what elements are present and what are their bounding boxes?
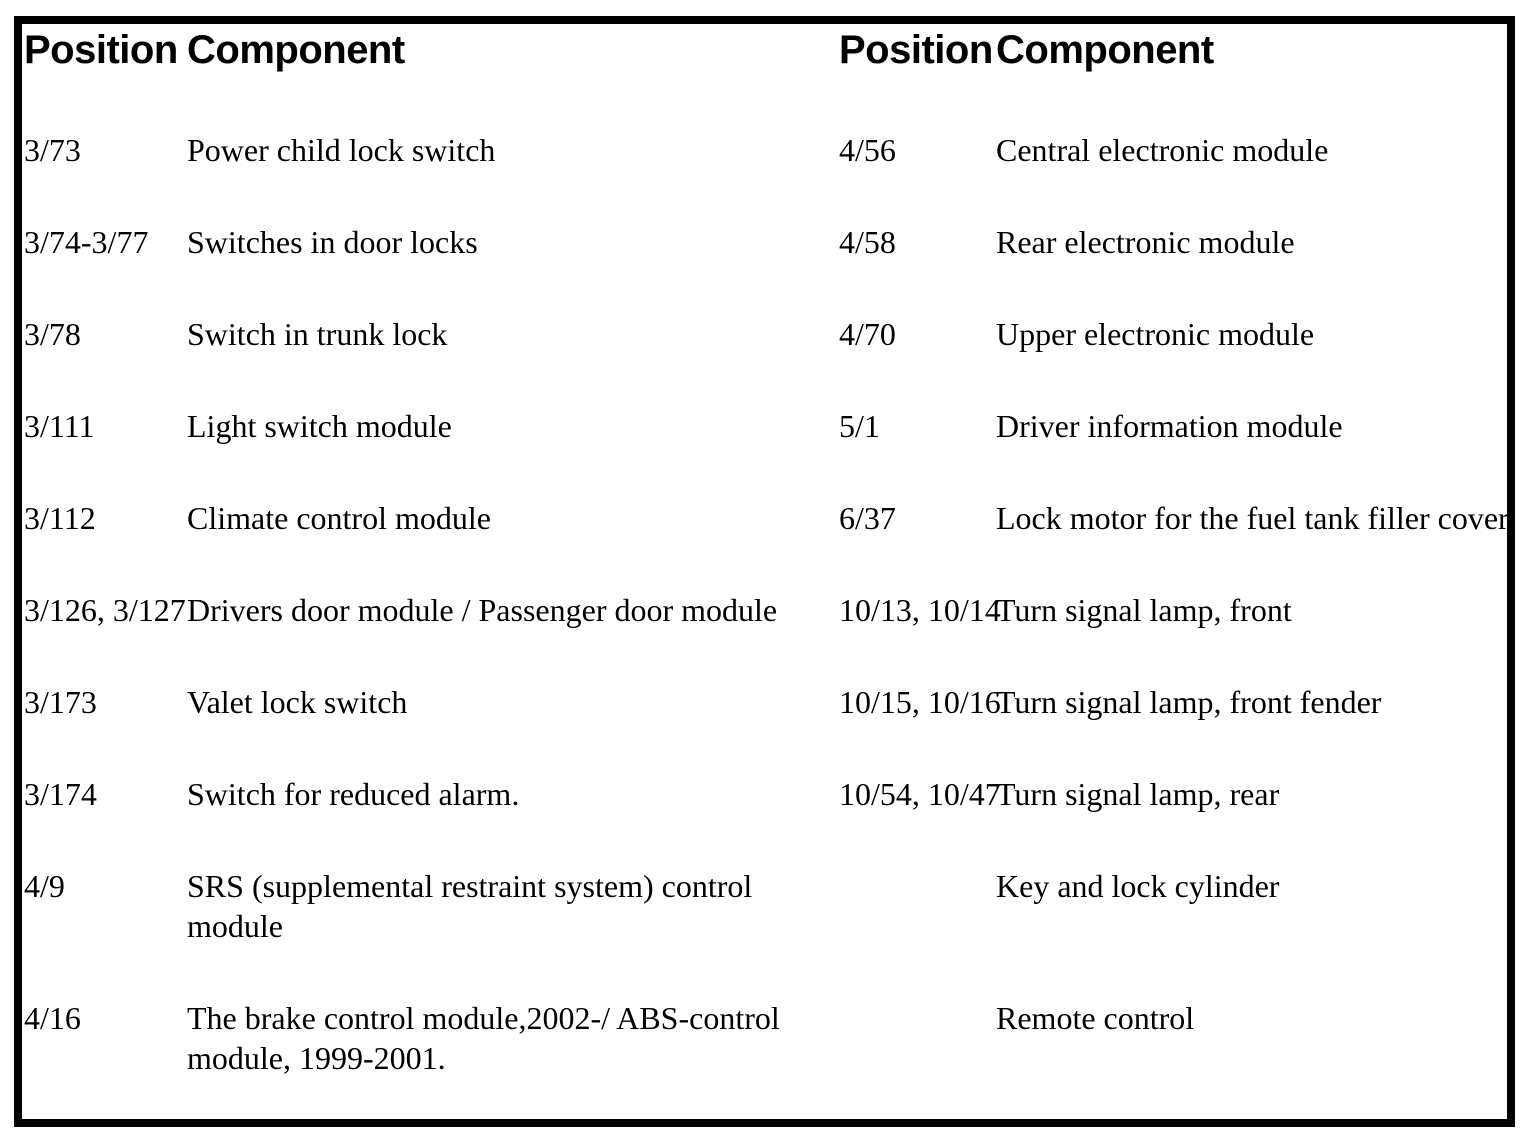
- component-cell: Upper electronic module: [996, 316, 1315, 352]
- component-cell: Switches in door locks: [187, 224, 478, 260]
- position-cell: 10/54, 10/47: [839, 776, 1001, 812]
- right-component-header: Component: [996, 28, 1214, 72]
- component-cell: Key and lock cylinder: [996, 868, 1280, 904]
- position-cell: 3/126, 3/127: [24, 592, 186, 628]
- component-cell: Rear electronic module: [996, 224, 1295, 260]
- component-cell: Switch for reduced alarm.: [187, 776, 520, 812]
- component-position-table: Position Component Position Component 3/…: [14, 16, 1515, 1127]
- position-cell: 10/15, 10/16: [839, 684, 1001, 720]
- position-cell: 10/13, 10/14: [839, 592, 1001, 628]
- component-cell: Switch in trunk lock: [187, 316, 448, 352]
- position-cell: 3/174: [24, 776, 97, 812]
- component-cell: Central electronic module: [996, 132, 1329, 168]
- position-cell: [839, 866, 996, 998]
- position-cell: [839, 998, 996, 1130]
- component-cell: Climate control module: [187, 500, 491, 536]
- component-cell: Valet lock switch: [187, 684, 408, 720]
- position-cell: 4/58: [839, 224, 896, 260]
- right-position-header: Position: [839, 28, 993, 72]
- position-cell: 3/173: [24, 684, 97, 720]
- table-grid: Position Component Position Component 3/…: [22, 24, 1509, 1130]
- component-cell: Turn signal lamp, front: [996, 592, 1292, 628]
- position-cell: 3/73: [24, 132, 81, 168]
- position-cell: 3/78: [24, 316, 81, 352]
- position-cell: 5/1: [839, 408, 880, 444]
- component-cell: Power child lock switch: [187, 132, 496, 168]
- position-cell: 4/70: [839, 316, 896, 352]
- position-cell: 3/112: [24, 500, 96, 536]
- component-cell: Light switch module: [187, 408, 452, 444]
- position-cell: 6/37: [839, 500, 896, 536]
- component-cell: SRS (supplemental restraint system) cont…: [187, 868, 753, 944]
- position-cell: 3/74-3/77: [24, 224, 149, 260]
- position-cell: 4/56: [839, 132, 896, 168]
- component-cell: Turn signal lamp, rear: [996, 776, 1280, 812]
- position-cell: 3/111: [24, 408, 95, 444]
- position-cell: 4/9: [24, 868, 65, 904]
- component-cell: Driver information module: [996, 408, 1343, 444]
- component-cell: Lock motor for the fuel tank filler cove…: [996, 500, 1509, 536]
- left-position-header: Position: [24, 28, 178, 72]
- component-cell: The brake control module,2002-/ ABS-cont…: [187, 1000, 780, 1076]
- component-cell: Remote control: [996, 1000, 1195, 1036]
- component-cell: Turn signal lamp, front fender: [996, 684, 1382, 720]
- left-component-header: Component: [187, 28, 405, 72]
- position-cell: 4/16: [24, 1000, 81, 1036]
- component-cell: Drivers door module / Passenger door mod…: [187, 592, 778, 628]
